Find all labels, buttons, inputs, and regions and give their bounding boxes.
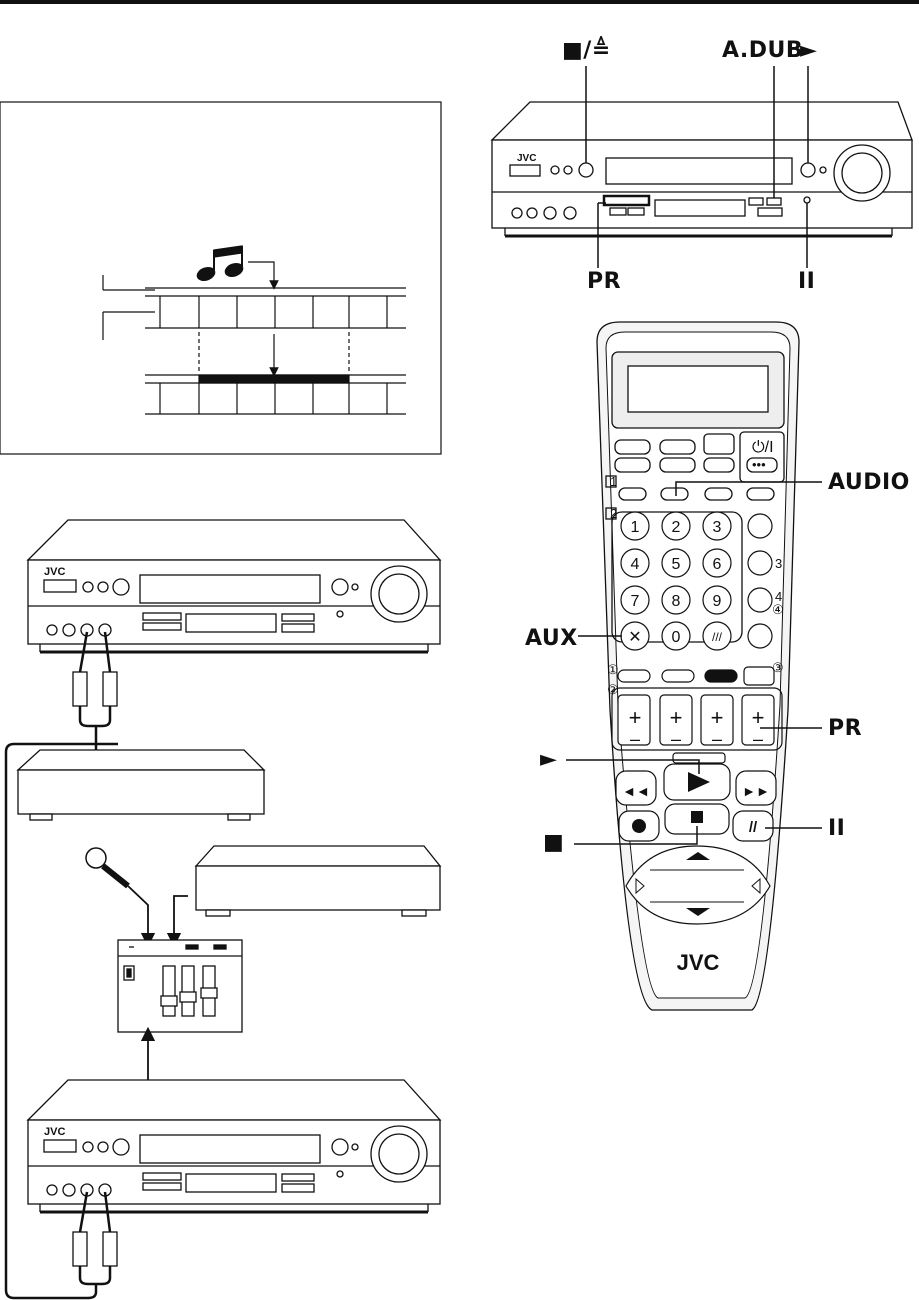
pause-bars-icon: // bbox=[749, 819, 758, 836]
pr-minus-icon-1: – bbox=[630, 729, 640, 749]
audio-mixer bbox=[118, 940, 242, 1032]
key-label-1: 1 bbox=[631, 519, 640, 536]
external-player-box bbox=[18, 750, 264, 820]
pr-plus-icon-1: + bbox=[629, 705, 642, 730]
circled-mark-1: ① bbox=[607, 662, 619, 677]
fast-forward-icon: ►► bbox=[742, 783, 770, 799]
key-label-8: 8 bbox=[672, 593, 681, 610]
rca-cable-lower bbox=[6, 744, 118, 1298]
pr-plus-icon-4: + bbox=[752, 705, 765, 730]
record-dot-icon bbox=[632, 819, 646, 833]
pause-button[interactable] bbox=[804, 197, 810, 203]
key-label-4: 4 bbox=[631, 556, 640, 573]
play-button[interactable] bbox=[801, 163, 815, 177]
key-label-0: 0 bbox=[672, 629, 681, 646]
microphone-icon bbox=[86, 848, 148, 940]
stop-eject-button[interactable] bbox=[579, 163, 593, 177]
rca-cable-upper bbox=[73, 632, 117, 750]
lower-vcr-brand-logo: JVC bbox=[44, 1126, 65, 1138]
svg-text:⏻/I: ⏻/I bbox=[752, 439, 774, 456]
pr-minus-icon-4: – bbox=[753, 729, 763, 749]
remote-audio-button[interactable] bbox=[661, 488, 688, 500]
source-vcr-upper bbox=[28, 520, 440, 652]
vcr-front-panel: JVC bbox=[492, 66, 912, 268]
aux-x-icon: ✕ bbox=[628, 629, 641, 646]
vcr-brand-logo: JVC bbox=[517, 153, 536, 164]
second-source-box bbox=[174, 846, 440, 940]
rewind-icon: ◄◄ bbox=[622, 783, 650, 799]
circled-mark-4: ④ bbox=[772, 602, 784, 617]
key-label-5: 5 bbox=[672, 556, 681, 573]
upper-vcr-brand-logo: JVC bbox=[44, 566, 65, 578]
key-label-9: 9 bbox=[713, 593, 722, 610]
pr-plus-icon-3: + bbox=[711, 705, 724, 730]
key-label-2: 2 bbox=[672, 519, 681, 536]
slash-icon: /// bbox=[712, 630, 723, 644]
key-label-6: 6 bbox=[713, 556, 722, 573]
svg-text:•••: ••• bbox=[752, 457, 766, 472]
group-mark-3: 3 bbox=[775, 556, 782, 571]
audio-dub-button[interactable] bbox=[767, 198, 781, 205]
music-note-icon bbox=[195, 246, 274, 285]
tape-track-diagram bbox=[0, 102, 441, 454]
stop-square-icon bbox=[691, 811, 703, 823]
key-label-7: 7 bbox=[631, 593, 640, 610]
circled-mark-2: ② bbox=[607, 682, 619, 697]
key-label-3: 3 bbox=[713, 519, 722, 536]
pr-minus-icon-2: – bbox=[671, 729, 681, 749]
remote-brand-logo: JVC bbox=[677, 950, 720, 975]
program-buttons[interactable] bbox=[604, 196, 649, 205]
recording-vcr-lower bbox=[28, 1080, 440, 1212]
pr-plus-icon-2: + bbox=[670, 705, 683, 730]
pr-minus-icon-3: – bbox=[712, 729, 722, 749]
